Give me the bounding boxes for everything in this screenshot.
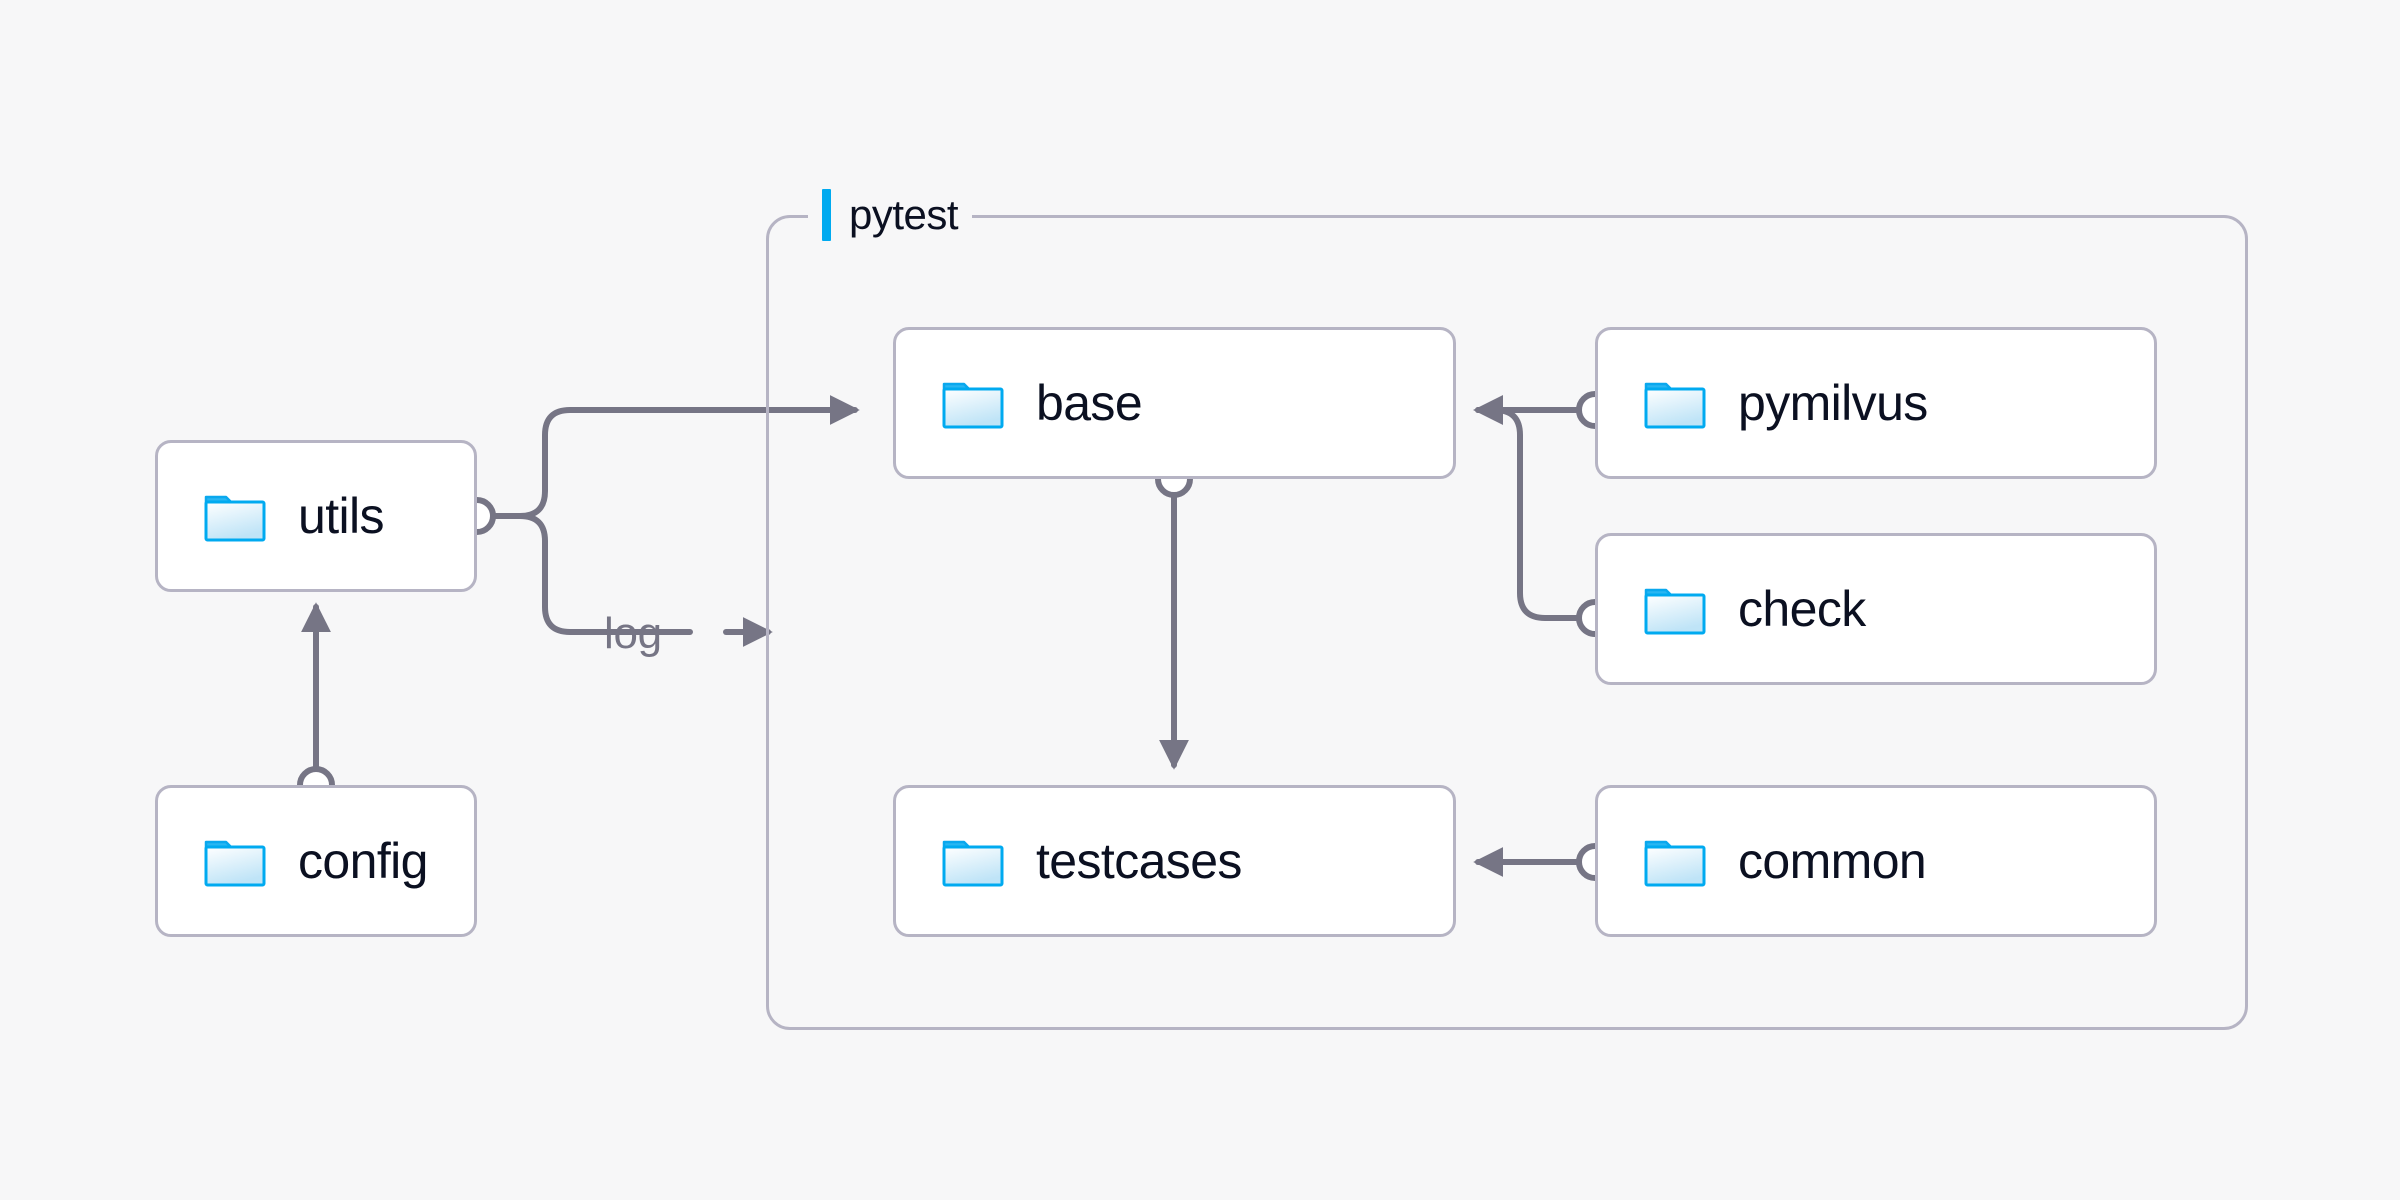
group-pytest-label: pytest: [849, 191, 959, 238]
folder-icon: [204, 495, 266, 542]
folder-icon: [1644, 382, 1706, 429]
group-pytest-label-wrap: pytest: [808, 183, 973, 247]
folder-icon: [1644, 588, 1706, 635]
node-testcases[interactable]: testcases: [893, 785, 1456, 937]
node-utils[interactable]: utils: [155, 440, 477, 592]
edge-config-to-utils: [297, 602, 335, 804]
node-base-label: base: [1036, 375, 1143, 431]
node-config-label: config: [298, 833, 428, 889]
group-accent-bar: [822, 189, 831, 241]
folder-icon: [942, 382, 1004, 429]
node-utils-label: utils: [298, 488, 385, 544]
group-pytest: [766, 215, 2248, 1030]
node-check-label: check: [1738, 581, 1866, 637]
node-common-label: common: [1738, 833, 1927, 889]
folder-icon: [1644, 840, 1706, 887]
node-testcases-label: testcases: [1036, 833, 1242, 889]
edge-label-log: log: [604, 609, 662, 658]
node-base[interactable]: base: [893, 327, 1456, 479]
folder-icon: [942, 840, 1004, 887]
node-common[interactable]: common: [1595, 785, 2157, 937]
folder-icon: [204, 840, 266, 887]
node-config[interactable]: config: [155, 785, 477, 937]
node-pymilvus[interactable]: pymilvus: [1595, 327, 2157, 479]
node-pymilvus-label: pymilvus: [1738, 375, 1928, 431]
node-check[interactable]: check: [1595, 533, 2157, 685]
